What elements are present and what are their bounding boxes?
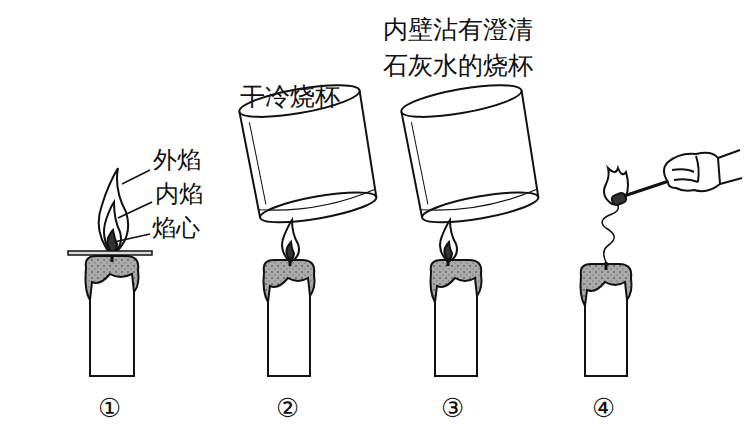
callout-number: ② — [276, 393, 299, 424]
flame-part-label: 内焰 — [155, 180, 203, 209]
beaker-label: 内壁沾有澄清 石灰水的烧杯 — [383, 12, 555, 85]
flame-part-label: 外焰 — [153, 146, 201, 175]
callout-number: ① — [98, 393, 121, 424]
flame-part-label: 焰心 — [152, 214, 200, 243]
beaker-label: 干冷烧杯 — [240, 82, 340, 112]
callout-number: ④ — [592, 393, 615, 424]
callout-number: ③ — [441, 393, 464, 424]
